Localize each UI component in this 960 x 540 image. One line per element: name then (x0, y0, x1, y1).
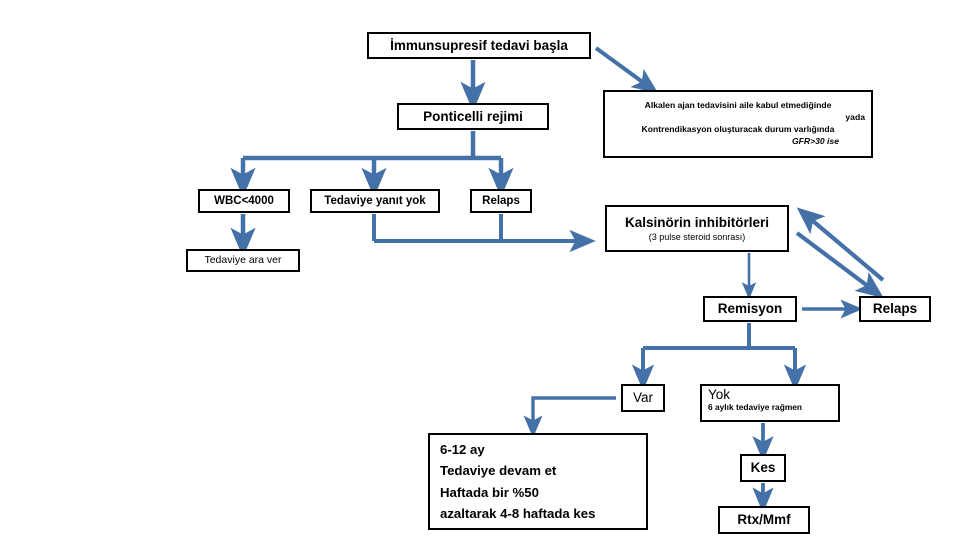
node-yok-label: Yok (708, 387, 731, 402)
node-var[interactable]: Var (621, 384, 665, 412)
node-ponticelli-rejimi[interactable]: Ponticelli rejimi (397, 103, 549, 130)
node-wbc-label: WBC<4000 (214, 194, 274, 207)
node-relaps-bottom[interactable]: Relaps (859, 296, 931, 322)
node-kes-label: Kes (750, 460, 776, 476)
node-relaps-top[interactable]: Relaps (470, 189, 532, 213)
node-title-label: İmmunsupresif tedavi başla (390, 37, 568, 53)
edge-relaps2-to-kalsinorin (796, 207, 885, 282)
node-kalsinorin-sublabel: (3 pulse steroid sonrası) (648, 232, 746, 243)
edge-kalsinorin-to-relaps2 (795, 231, 884, 299)
node-remisyon-label: Remisyon (717, 301, 783, 317)
alkalen-line-4: GFR>30 ise (791, 135, 839, 146)
node-yok-sublabel: 6 aylık tedaviye rağmen (708, 401, 803, 412)
plan-line-1: 6-12 ay (440, 441, 485, 457)
node-kes[interactable]: Kes (740, 454, 786, 482)
node-yok[interactable]: Yok 6 aylık tedaviye rağmen (700, 384, 840, 422)
node-var-label: Var (632, 390, 653, 406)
node-relaps1-label: Relaps (482, 194, 520, 207)
edge-title-to-alkalen (594, 46, 659, 94)
node-yanit-label: Tedaviye yanıt yok (324, 194, 426, 207)
plan-line-3: Haftada bir %50 (440, 484, 539, 500)
plan-line-2: Tedaviye devam et (440, 463, 557, 479)
alkalen-line-3: Kontrendikasyon oluşturacak durum varlığ… (641, 124, 835, 134)
alkalen-line-1: Alkalen ajan tedavisini aile kabul etmed… (644, 100, 832, 111)
node-remisyon[interactable]: Remisyon (703, 296, 797, 322)
node-tedavi-plani[interactable]: 6-12 ay Tedaviye devam et Haftada bir %5… (428, 433, 648, 530)
plan-line-4: azaltarak 4-8 haftada kes (440, 505, 596, 521)
node-wbc-4000[interactable]: WBC<4000 (198, 189, 290, 213)
node-tedaviye-ara-ver[interactable]: Tedaviye ara ver (186, 249, 300, 272)
node-rtx-label: Rtx/Mmf (737, 512, 791, 528)
node-kalsinorin-label: Kalsinörin inhibitörleri (624, 214, 769, 230)
node-ponticelli-label: Ponticelli rejimi (423, 108, 523, 124)
node-tedaviye-yanit-yok[interactable]: Tedaviye yanıt yok (310, 189, 440, 213)
edge-var-to-plan (523, 396, 616, 438)
node-araver-label: Tedaviye ara ver (204, 253, 282, 266)
alkalen-line-2: yada (845, 112, 865, 123)
node-relaps2-label: Relaps (872, 301, 918, 317)
node-kalsinorin-inhibitorleri[interactable]: Kalsinörin inhibitörleri (3 pulse steroi… (605, 205, 789, 252)
node-immunsupresif-tedavi-basla[interactable]: İmmunsupresif tedavi başla (367, 32, 591, 59)
node-rtx-mmf[interactable]: Rtx/Mmf (718, 506, 810, 534)
node-alkalen-ajan-note[interactable]: Alkalen ajan tedavisini aile kabul etmed… (603, 90, 873, 158)
